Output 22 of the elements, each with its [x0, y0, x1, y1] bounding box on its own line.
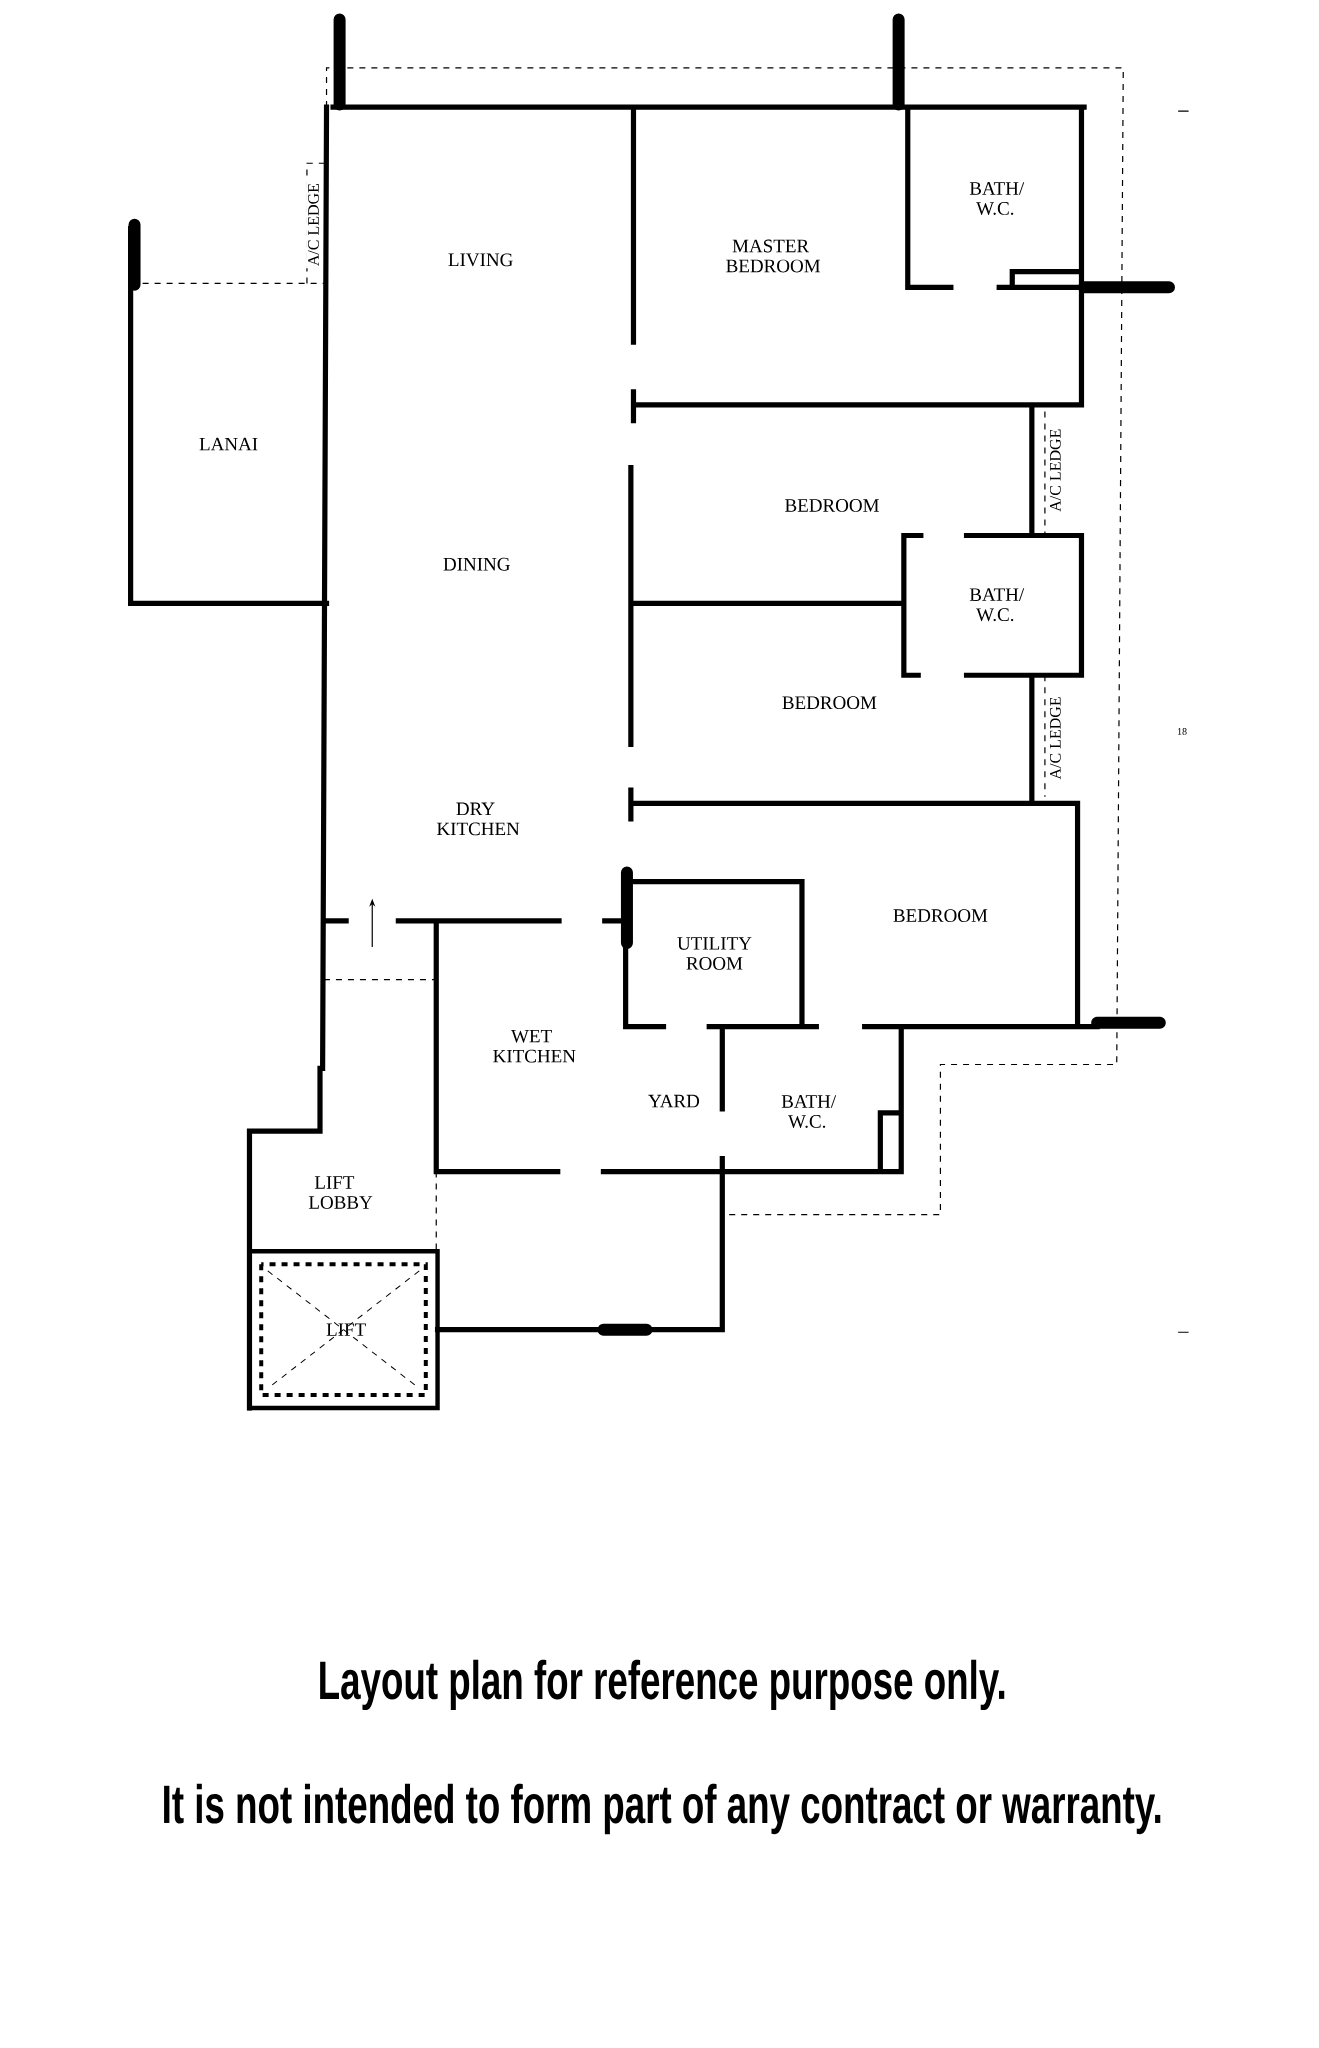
room-label: BEDROOM [782, 696, 877, 710]
room-label: DRY KITCHEN [436, 802, 520, 836]
ledge-label: A/C LEDGE [1047, 694, 1063, 782]
room-label: LANAI [199, 437, 258, 451]
caption-text: It is not intended to form part of any contract or warranty. [164, 1783, 1161, 1835]
room-label: LIFT [326, 1323, 366, 1336]
room-label: MASTER BEDROOM [726, 239, 820, 273]
room-label: BATH/ W.C. [969, 588, 1025, 622]
room-label: LIVING [448, 253, 513, 267]
ledge-label: A/C LEDGE [306, 181, 321, 269]
room-label: LIFT LOBBY [308, 1176, 373, 1209]
dimension-text: 18 [1177, 728, 1187, 735]
room-label: BEDROOM [893, 909, 988, 922]
room-label: BATH/ W.C. [969, 182, 1025, 215]
room-label: DINING [443, 557, 510, 571]
room-label: WET KITCHEN [493, 1029, 576, 1063]
caption-text: Layout plan for reference purpose only. [320, 1659, 1005, 1711]
room-label: BEDROOM [784, 499, 879, 512]
room-label: YARD [648, 1094, 699, 1108]
ledge-label: A/C LEDGE [1047, 426, 1063, 514]
room-label: BATH/ W.C. [781, 1095, 836, 1128]
room-label: UTILITY ROOM [677, 937, 752, 970]
